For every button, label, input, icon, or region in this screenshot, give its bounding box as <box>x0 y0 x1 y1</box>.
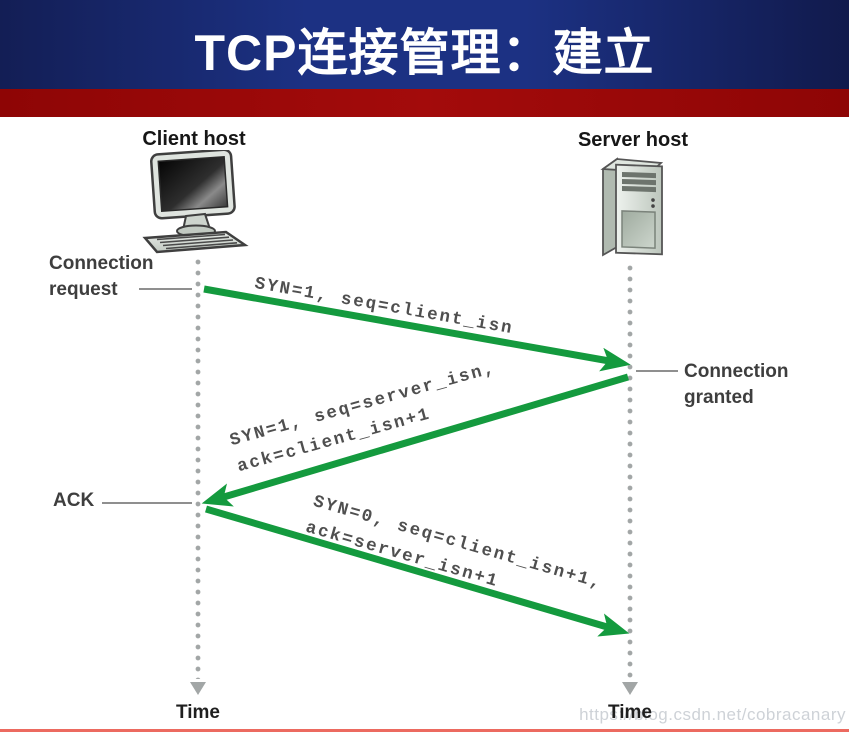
ack-connector <box>102 502 192 504</box>
syn-arrow <box>203 285 631 372</box>
connection-granted-line1: Connection <box>684 361 789 382</box>
connection-request-label: Connection request <box>49 251 154 303</box>
slide-title: TCP连接管理：建立 <box>194 24 655 81</box>
client-computer-icon <box>142 150 249 254</box>
connection-granted-label: Connection granted <box>684 359 789 411</box>
server-timeline-arrowhead-icon <box>622 682 638 695</box>
connection-granted-connector <box>636 370 678 372</box>
connection-request-line1: Connection <box>49 253 154 274</box>
connection-request-line2: request <box>49 279 118 300</box>
server-tower-icon <box>600 157 664 257</box>
client-time-label: Time <box>176 702 221 723</box>
client-timeline-arrowhead-icon <box>190 682 206 695</box>
title-bar: TCP连接管理：建立 <box>0 0 849 89</box>
client-timeline <box>195 257 201 679</box>
connection-granted-line2: granted <box>684 387 754 408</box>
synack-arrow <box>201 373 629 507</box>
connection-request-connector <box>139 288 192 290</box>
ack-arrow <box>205 505 630 637</box>
title-divider-stripe <box>0 89 849 117</box>
ack-label: ACK <box>53 490 95 511</box>
bottom-border-line <box>0 729 849 732</box>
client-host-label: Client host <box>142 128 246 150</box>
server-timeline <box>627 263 633 679</box>
server-host-label: Server host <box>577 129 689 151</box>
server-time-label: Time <box>608 702 653 723</box>
csdn-watermark: https://blog.csdn.net/cobracanary <box>579 705 846 724</box>
